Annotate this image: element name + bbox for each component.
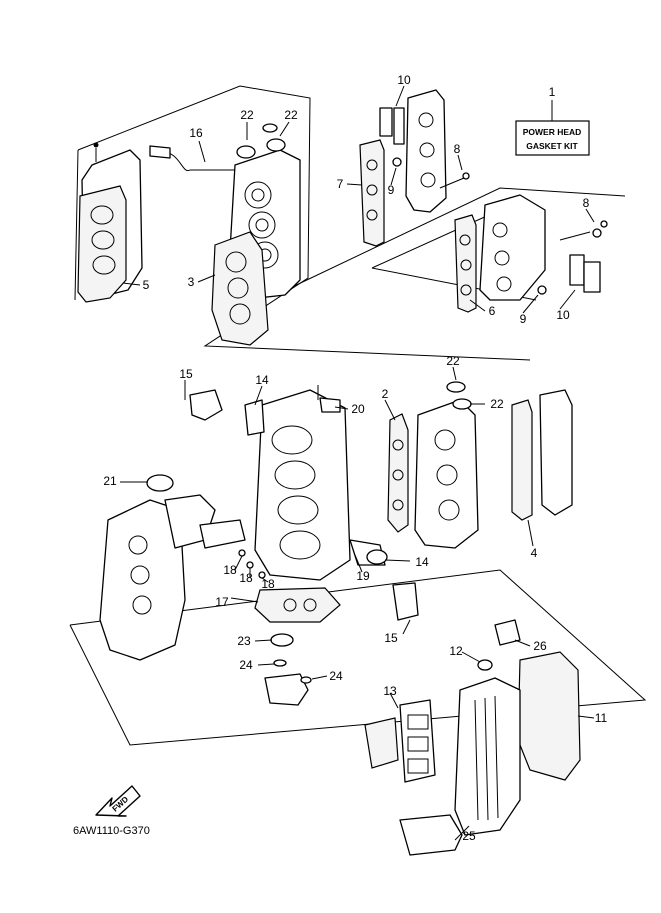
- callout-numbers: 1 2 3 4 5 6 7 8 8 9 9 10 10 11 12 13 14 …: [103, 73, 607, 843]
- callout-4: 4: [531, 546, 538, 560]
- callout-6: 6: [489, 304, 496, 318]
- kit-box-line2: GASKET KIT: [526, 141, 578, 151]
- callout-13: 13: [383, 684, 397, 698]
- callout-14b: 14: [415, 555, 429, 569]
- grouping-frames: [69, 85, 647, 746]
- callout-2: 2: [382, 387, 389, 401]
- exhaust-cover-stack-right: [454, 194, 608, 313]
- callout-10b: 10: [556, 308, 570, 322]
- callout-12: 12: [449, 644, 463, 658]
- callout-5: 5: [143, 278, 150, 292]
- callout-23: 23: [237, 634, 251, 648]
- callout-22d: 22: [490, 397, 504, 411]
- callout-11: 11: [595, 711, 608, 725]
- kit-box-line1: POWER HEAD: [523, 127, 582, 137]
- power-head-gasket-kit-box: POWER HEAD GASKET KIT: [515, 100, 590, 156]
- callout-18a: 18: [223, 563, 237, 577]
- callout-8b: 8: [583, 196, 590, 210]
- callout-10a: 10: [397, 73, 411, 87]
- callout-15b: 15: [384, 631, 398, 645]
- callout-1: 1: [549, 85, 556, 99]
- callout-9a: 9: [388, 183, 395, 197]
- callout-24b: 24: [329, 669, 343, 683]
- cylinder-head-right: [387, 381, 573, 549]
- diagram-code: 6AW1110-G370: [73, 825, 150, 837]
- cylinder-block-center: [189, 385, 419, 621]
- callout-3: 3: [188, 275, 195, 289]
- callout-18c: 18: [261, 577, 275, 591]
- callout-25: 25: [462, 829, 476, 843]
- callout-7: 7: [337, 177, 344, 191]
- callout-22b: 22: [284, 108, 298, 122]
- callout-21: 21: [103, 474, 117, 488]
- callout-22a: 22: [240, 108, 254, 122]
- callout-16: 16: [189, 126, 203, 140]
- callout-26: 26: [533, 639, 547, 653]
- lower-gasket-parts: [254, 587, 341, 706]
- callout-14a: 14: [255, 373, 269, 387]
- callout-22c: 22: [446, 354, 460, 368]
- callout-19: 19: [356, 569, 370, 583]
- callout-18b: 18: [239, 571, 253, 585]
- callout-24a: 24: [239, 658, 253, 672]
- callout-15a: 15: [179, 367, 193, 381]
- callout-8a: 8: [454, 142, 461, 156]
- head-cover-left: [77, 142, 143, 303]
- callout-20: 20: [351, 402, 365, 416]
- cylinder-block-lower-left: [99, 474, 266, 661]
- callout-9b: 9: [520, 312, 527, 326]
- exhaust-guide-lower-right: [364, 619, 581, 856]
- callout-17: 17: [215, 595, 229, 609]
- leader-lines: [120, 85, 595, 841]
- exhaust-cover-stack-upper: [359, 89, 470, 247]
- cylinder-head-upper: [149, 123, 301, 346]
- fwd-arrow-icon: FWD: [95, 785, 141, 817]
